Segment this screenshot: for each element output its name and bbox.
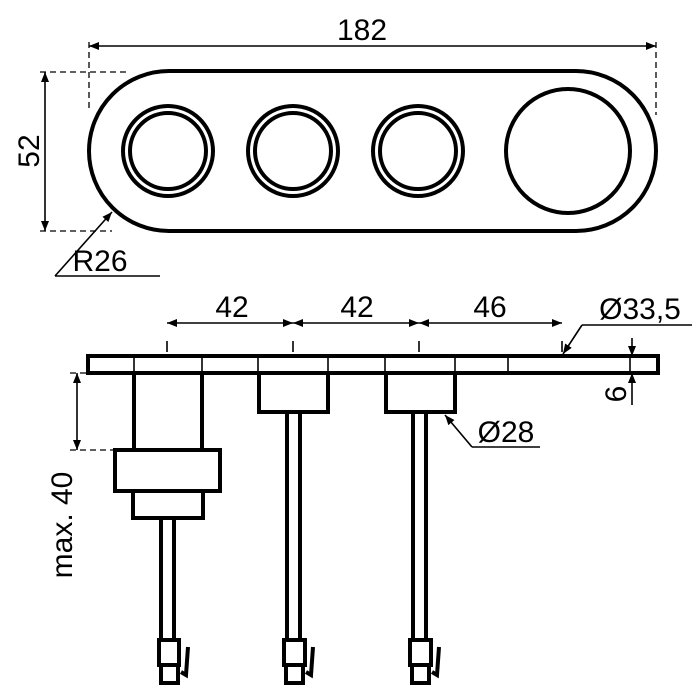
faceplate-outline (87, 69, 658, 233)
spacing-label-2: 42 (340, 291, 373, 324)
large-opening (504, 87, 632, 215)
body-2 (257, 371, 330, 685)
button-3 (371, 104, 465, 198)
width-dimension-label: 182 (337, 14, 387, 47)
button-2 (246, 104, 340, 198)
plate-diameter-label: Ø33,5 (599, 293, 681, 326)
spacing-label-1: 42 (215, 291, 248, 324)
side-view: 42 42 46 Ø33,5 6 Ø28 max. 40 (46, 291, 692, 685)
radius-label: R26 (72, 245, 127, 278)
body-diameter-label: Ø28 (478, 416, 535, 449)
height-dimension-label: 52 (13, 134, 46, 167)
spacing-label-3: 46 (473, 291, 506, 324)
max-depth-label: max. 40 (46, 472, 79, 579)
body-1 (113, 373, 222, 685)
plate-thickness-label: 6 (600, 386, 633, 403)
top-view: 182 52 R26 (13, 14, 658, 278)
button-1 (121, 104, 215, 198)
body-3 (384, 371, 457, 685)
plate-side (86, 354, 660, 375)
